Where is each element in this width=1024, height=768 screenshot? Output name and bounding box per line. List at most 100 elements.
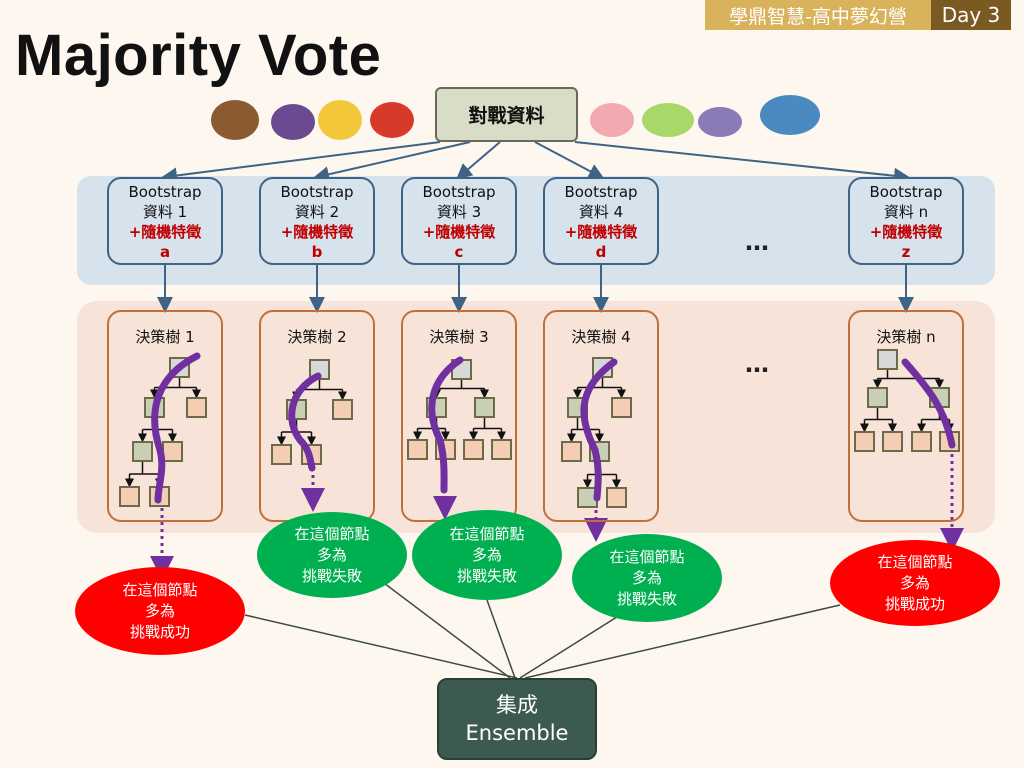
result-outcome: 挑戰失敗 bbox=[616, 589, 677, 608]
decision-tree-box: 決策樹 1 bbox=[107, 310, 223, 522]
pokemon-mew-icon bbox=[590, 103, 634, 137]
tree-node bbox=[561, 441, 582, 462]
ensemble-box: 集成 Ensemble bbox=[437, 678, 597, 760]
page-title: Majority Vote bbox=[15, 23, 382, 88]
pokemon-ditto-icon bbox=[698, 107, 742, 137]
feature-set-label: z bbox=[901, 243, 911, 261]
feature-set-label: a bbox=[159, 243, 171, 261]
pokemon-gengar-icon bbox=[271, 104, 315, 140]
bootstrap-data-label: 資料 4 bbox=[578, 203, 624, 221]
tree-edge bbox=[436, 379, 485, 390]
tree-node bbox=[271, 444, 292, 465]
tree-node bbox=[407, 439, 428, 460]
random-feature-label: +隨機特徵 bbox=[280, 223, 354, 241]
decision-tree-box: 決策樹 3 bbox=[401, 310, 517, 522]
bootstrap-band bbox=[77, 176, 995, 285]
result-line: 多為 bbox=[471, 545, 502, 564]
ensemble-lines bbox=[244, 579, 841, 679]
tree-node bbox=[867, 387, 888, 408]
result-outcome: 挑戰失敗 bbox=[301, 566, 362, 585]
tree-node bbox=[119, 486, 140, 507]
result-line: 多為 bbox=[144, 601, 175, 620]
pokemon-bug-icon bbox=[642, 103, 694, 137]
random-feature-label: +隨機特徵 bbox=[564, 223, 638, 241]
tree-edge bbox=[129, 461, 160, 475]
result-line: 多為 bbox=[631, 568, 662, 587]
bootstrap-label: Bootstrap bbox=[422, 183, 496, 201]
tree-node bbox=[606, 487, 627, 508]
result-line: 在這個節點 bbox=[609, 547, 685, 566]
tree-node bbox=[186, 397, 207, 418]
tree-node bbox=[911, 431, 932, 452]
result-line: 在這個節點 bbox=[122, 580, 198, 599]
bootstrap-box: Bootstrap 資料 1 +隨機特徵 a bbox=[107, 177, 223, 265]
decision-tree-label: 決策樹 n bbox=[876, 328, 936, 346]
tree-node bbox=[877, 349, 898, 370]
tree-node bbox=[611, 397, 632, 418]
leaf-result-ellipse: 在這個節點多為挑戰失敗 bbox=[257, 512, 407, 598]
source-data-box: 對戰資料 bbox=[435, 87, 578, 142]
tree-edge bbox=[577, 377, 622, 389]
ensemble-label-en: Ensemble bbox=[465, 721, 569, 745]
bootstrap-box: Bootstrap 資料 2 +隨機特徵 b bbox=[259, 177, 375, 265]
ensemble-label-zh: 集成 bbox=[496, 693, 538, 717]
decision-tree-label: 決策樹 4 bbox=[571, 328, 631, 346]
tree-node bbox=[463, 439, 484, 460]
bootstrap-label: Bootstrap bbox=[280, 183, 354, 201]
feature-set-label: c bbox=[454, 243, 464, 261]
decision-tree-box: 決策樹 4 bbox=[543, 310, 659, 522]
random-feature-label: +隨機特徵 bbox=[128, 223, 202, 241]
result-outcome: 挑戰成功 bbox=[884, 594, 945, 613]
bootstrap-label: Bootstrap bbox=[869, 183, 943, 201]
leaf-result-ellipse: 在這個節點多為挑戰成功 bbox=[830, 540, 1000, 626]
decision-tree-box: 決策樹 2 bbox=[259, 310, 375, 522]
bootstrap-box: Bootstrap 資料 n +隨機特徵 z bbox=[848, 177, 964, 265]
result-line: 多為 bbox=[899, 573, 930, 592]
feature-set-label: b bbox=[311, 243, 323, 261]
pokemon-red-icon bbox=[370, 102, 414, 138]
bootstrap-box: Bootstrap 資料 4 +隨機特徵 d bbox=[543, 177, 659, 265]
decision-tree-label: 決策樹 2 bbox=[287, 328, 347, 346]
source-arrows bbox=[157, 141, 914, 313]
tree-node bbox=[882, 431, 903, 452]
tree-edge bbox=[473, 417, 502, 430]
bootstrap-box: Bootstrap 資料 3 +隨機特徵 c bbox=[401, 177, 517, 265]
decision-tree-label: 決策樹 1 bbox=[135, 328, 195, 346]
leaf-result-ellipse: 在這個節點多為挑戰成功 bbox=[75, 567, 245, 655]
decision-tree-box: 決策樹 n bbox=[848, 310, 964, 522]
tree-node bbox=[332, 399, 353, 420]
result-line: 多為 bbox=[316, 545, 347, 564]
decision-paths bbox=[151, 352, 956, 504]
tree-node bbox=[491, 439, 512, 460]
tree-node bbox=[132, 441, 153, 462]
result-line: 在這個節點 bbox=[877, 552, 953, 571]
bootstrap-data-label: 資料 2 bbox=[294, 203, 340, 221]
result-line: 在這個節點 bbox=[294, 524, 370, 543]
bootstrap-label: Bootstrap bbox=[128, 183, 202, 201]
decision-tree-label: 決策樹 3 bbox=[429, 328, 489, 346]
result-outcome: 挑戰成功 bbox=[129, 622, 190, 641]
leaf-result-ellipse: 在這個節點多為挑戰失敗 bbox=[412, 510, 562, 600]
ellipsis-trees: … bbox=[745, 350, 769, 378]
result-outcome: 挑戰失敗 bbox=[456, 566, 517, 585]
bootstrap-label: Bootstrap bbox=[564, 183, 638, 201]
tree-node bbox=[854, 431, 875, 452]
pokemon-pikachu-icon bbox=[318, 100, 362, 140]
tree-node bbox=[474, 397, 495, 418]
tree-edge bbox=[864, 407, 893, 421]
feature-set-label: d bbox=[595, 243, 607, 261]
ellipsis-bootstrap: … bbox=[745, 228, 769, 256]
course-label: 學鼎智慧-高中夢幻營 bbox=[705, 0, 931, 30]
tree-band bbox=[77, 301, 995, 533]
day-label: Day 3 bbox=[931, 0, 1011, 30]
leaf-result-ellipse: 在這個節點多為挑戰失敗 bbox=[572, 534, 722, 622]
result-line: 在這個節點 bbox=[449, 524, 525, 543]
tree-edge bbox=[877, 369, 940, 380]
bootstrap-data-label: 資料 3 bbox=[436, 203, 482, 221]
pokemon-illustrations bbox=[211, 95, 820, 140]
random-feature-label: +隨機特徵 bbox=[422, 223, 496, 241]
random-feature-label: +隨機特徵 bbox=[869, 223, 943, 241]
pokemon-dragon-icon bbox=[760, 95, 820, 135]
pokemon-diglett-icon bbox=[211, 100, 259, 140]
